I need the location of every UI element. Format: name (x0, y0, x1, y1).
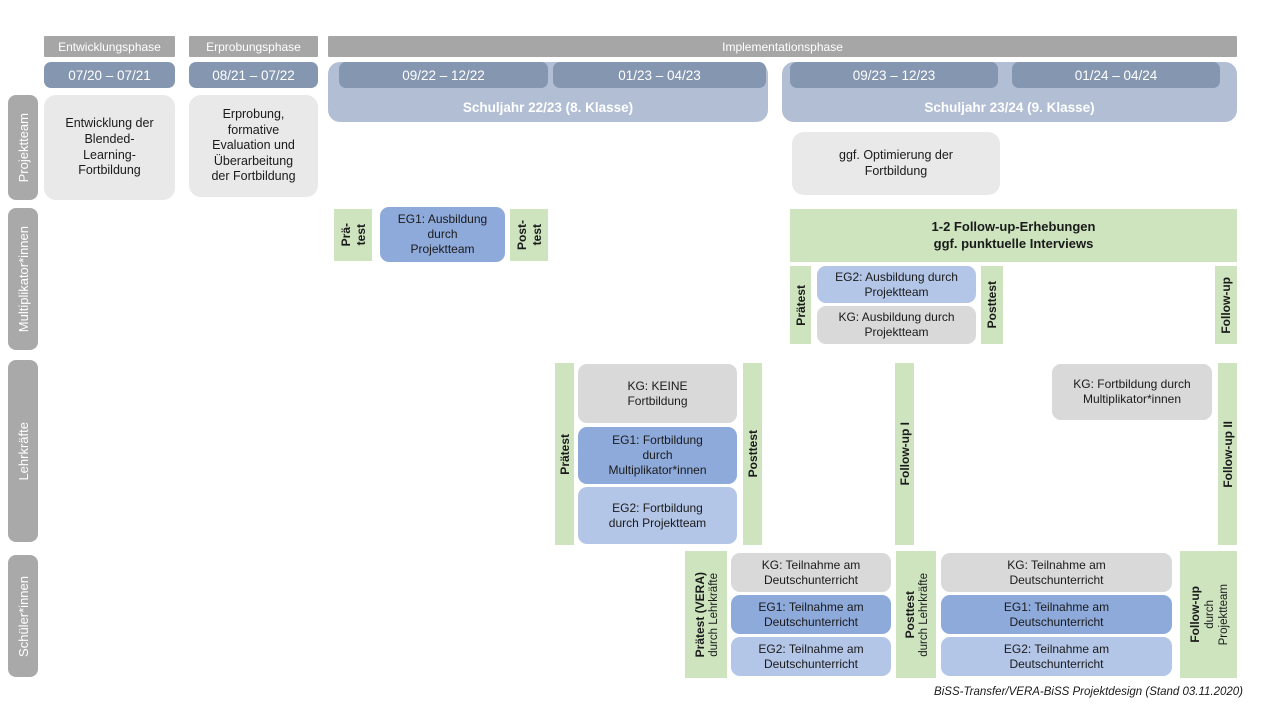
strip-posttest-schueler: Posttest durch Lehrkräfte (896, 551, 936, 678)
strip-followup-schueler-sub2: Projektteam (1217, 583, 1230, 646)
box-kg-teilnahme-2: KG: Teilnahme am Deutschunterricht (941, 553, 1172, 592)
strip-praetest-line2: test (353, 224, 368, 246)
strip-praetest-vera-main: Prätest (VERA) (692, 571, 707, 658)
strip-praetest-multiplikatoren-1: Prä- test (334, 209, 372, 261)
box-kg-fortbildung-multiplikatoren: KG: Fortbildung durch Multiplikator*inne… (1052, 364, 1212, 420)
strip-posttest-schueler-sub: durch Lehrkräfte (917, 572, 930, 657)
phase-bar-implementationsphase: Implementationsphase (328, 36, 1237, 57)
strip-followup-1-lehrkraefte: Follow-up I (895, 363, 914, 545)
strip-praetest-multiplikatoren-2: Prätest (790, 266, 811, 344)
box-eg1-teilnahme-1: EG1: Teilnahme am Deutschunterricht (731, 595, 891, 634)
strip-posttest-lehrkraefte: Posttest (743, 363, 762, 545)
box-eg1-fortbildung-multiplikatoren: EG1: Fortbildung durch Multiplikator*inn… (578, 427, 737, 484)
row-label-projektteam-text: Projektteam (15, 112, 31, 183)
row-label-lehrkraefte: Lehrkräfte (8, 360, 38, 542)
box-eg2-teilnahme-1: EG2: Teilnahme am Deutschunterricht (731, 637, 891, 676)
box-kg-teilnahme-1: KG: Teilnahme am Deutschunterricht (731, 553, 891, 592)
row-label-schueler-text: Schüler*innen (15, 575, 31, 657)
date-range-0124-0424: 01/24 – 04/24 (1012, 62, 1220, 88)
school-year-label-23-24: Schuljahr 23/24 (9. Klasse) (924, 100, 1095, 115)
strip-praetest-lehrkraefte: Prätest (555, 363, 574, 545)
strip-followup-multiplikatoren-text: Follow-up (1219, 276, 1233, 334)
row-label-schueler: Schüler*innen (8, 555, 38, 677)
date-range-0922-1222: 09/22 – 12/22 (339, 62, 548, 88)
strip-followup-schueler: Follow-up durch Projektteam (1180, 551, 1237, 678)
strip-praetest-line1: Prä- (338, 223, 353, 247)
strip-followup-schueler-main: Follow-up (1187, 586, 1202, 643)
box-eg1-ausbildung-projektteam: EG1: Ausbildung durch Projektteam (380, 207, 505, 262)
row-label-lehrkraefte-text: Lehrkräfte (15, 421, 31, 481)
strip-posttest-lehrkraefte-text: Posttest (745, 430, 760, 478)
row-label-multiplikatoren-text: Multiplikator*innen (15, 225, 31, 333)
strip-posttest2-text: Posttest (985, 281, 999, 329)
box-eg2-teilnahme-2: EG2: Teilnahme am Deutschunterricht (941, 637, 1172, 676)
diagram-caption: BiSS-Transfer/VERA-BiSS Projektdesign (S… (934, 686, 1243, 698)
strip-praetest-vera-schueler: Prätest (VERA) durch Lehrkräfte (685, 551, 727, 678)
phase-bar-entwicklungsphase: Entwicklungsphase (44, 36, 175, 57)
box-kg-keine-fortbildung: KG: KEINE Fortbildung (578, 364, 737, 423)
strip-posttest-line1: Post- (514, 220, 529, 250)
strip-followup-2-text: Follow-up II (1220, 420, 1235, 488)
strip-praetest-lehrkraefte-text: Prätest (557, 433, 572, 475)
box-kg-ausbildung-projektteam: KG: Ausbildung durch Projektteam (817, 306, 976, 344)
strip-praetest2-text: Prätest (793, 284, 808, 326)
strip-followup-multiplikatoren: Follow-up (1215, 266, 1237, 344)
date-range-0720-0721: 07/20 – 07/21 (44, 62, 175, 88)
strip-followup-1-text: Follow-up I (897, 422, 912, 486)
row-label-projektteam: Projektteam (8, 95, 38, 200)
strip-posttest-line2: test (529, 224, 544, 246)
strip-followup-2-lehrkraefte: Follow-up II (1218, 363, 1237, 545)
banner-followup-erhebungen: 1-2 Follow-up-Erhebungen ggf. punktuelle… (790, 209, 1237, 262)
box-optimierung-fortbildung: ggf. Optimierung der Fortbildung (792, 132, 1000, 195)
strip-posttest-schueler-main: Posttest (902, 590, 917, 639)
strip-posttest-multiplikatoren-1: Post- test (510, 209, 548, 261)
box-entwicklung-fortbildung: Entwicklung der Blended- Learning- Fortb… (44, 95, 175, 200)
school-year-label-22-23: Schuljahr 22/23 (8. Klasse) (462, 100, 634, 115)
date-range-0123-0423: 01/23 – 04/23 (553, 62, 766, 88)
row-label-multiplikatoren: Multiplikator*innen (8, 208, 38, 350)
box-eg2-fortbildung-projektteam: EG2: Fortbildung durch Projektteam (578, 487, 737, 544)
box-eg1-teilnahme-2: EG1: Teilnahme am Deutschunterricht (941, 595, 1172, 634)
phase-bar-erprobungsphase: Erprobungsphase (189, 36, 318, 57)
box-erprobung-evaluation: Erprobung, formative Evaluation und Über… (189, 95, 318, 197)
strip-followup-schueler-sub1: durch (1203, 600, 1216, 629)
date-range-0923-1223: 09/23 – 12/23 (790, 62, 998, 88)
box-eg2-ausbildung-projektteam: EG2: Ausbildung durch Projektteam (817, 266, 976, 303)
strip-praetest-vera-sub: durch Lehrkräfte (707, 572, 720, 657)
date-range-0821-0722: 08/21 – 07/22 (189, 62, 318, 88)
strip-posttest-multiplikatoren-2: Posttest (981, 266, 1003, 344)
